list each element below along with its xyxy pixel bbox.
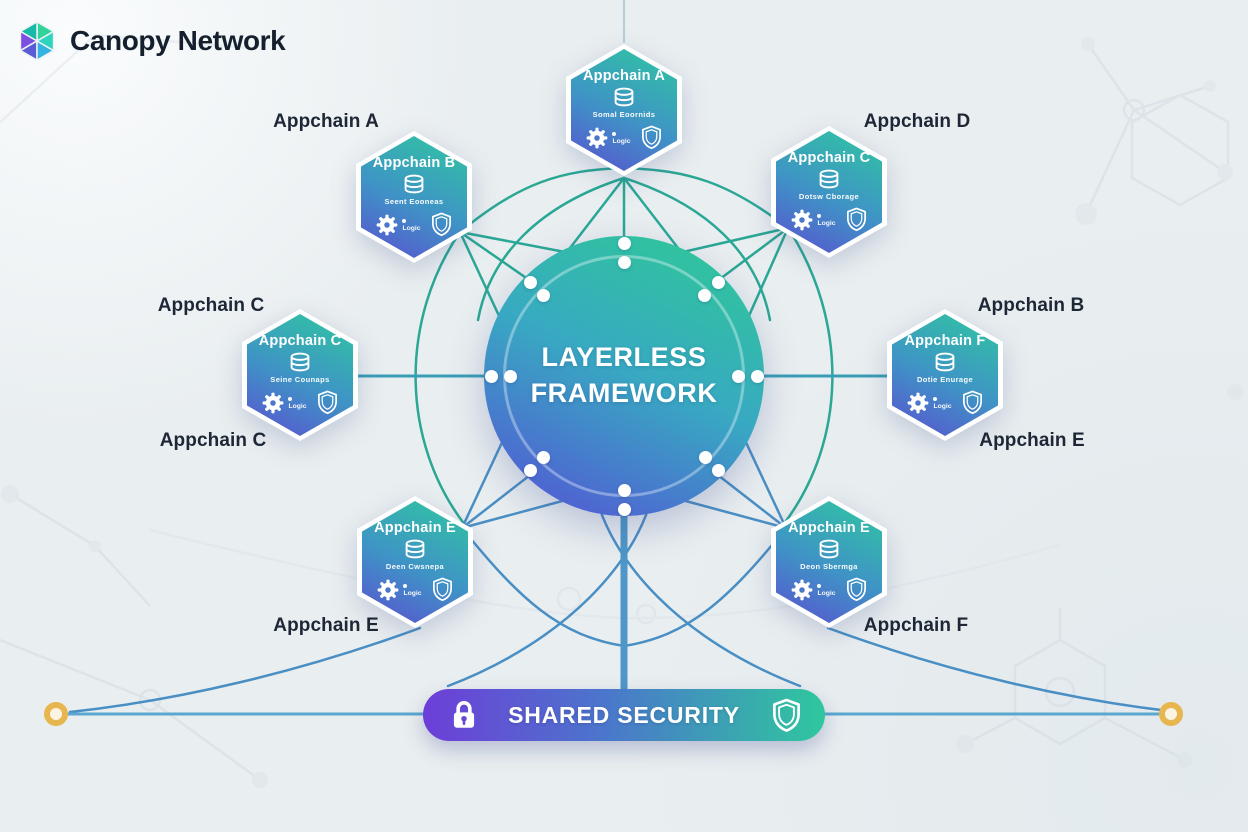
hub-node-dot bbox=[711, 275, 725, 289]
hub-node-dot bbox=[536, 288, 550, 302]
database-icon bbox=[290, 352, 310, 372]
outer-label-left-upper: Appchain C bbox=[157, 295, 265, 316]
connector-lines bbox=[44, 0, 1183, 726]
outer-label-top-left: Appchain A bbox=[273, 111, 379, 132]
gear-icon bbox=[792, 579, 813, 600]
appchain-storage-label: Seine Counaps bbox=[270, 375, 330, 384]
gear-icon bbox=[908, 392, 929, 413]
appchain-logic-label: Logic bbox=[403, 589, 422, 597]
layerless-framework-hub: LAYERLESS FRAMEWORK bbox=[484, 236, 764, 516]
appchain-title: Appchain F bbox=[904, 333, 986, 349]
shield-icon bbox=[962, 390, 982, 415]
hub-node-dot bbox=[617, 236, 631, 250]
gear-icon bbox=[377, 214, 398, 235]
hub-node-dot bbox=[698, 450, 712, 464]
database-icon bbox=[405, 539, 425, 559]
dot-icon bbox=[612, 131, 617, 136]
gear-icon bbox=[378, 579, 399, 600]
appchain-logic-label: Logic bbox=[402, 224, 421, 232]
shield-icon bbox=[432, 577, 452, 602]
appchain-logic-label: Logic bbox=[817, 219, 836, 227]
appchain-storage-label: Deon Sbermga bbox=[800, 562, 858, 571]
shield-icon bbox=[846, 207, 866, 232]
hub-node-dot bbox=[617, 255, 631, 269]
hub-node-dot bbox=[503, 369, 517, 383]
hub-title-line1: LAYERLESS bbox=[541, 342, 707, 373]
dot-icon bbox=[817, 213, 822, 218]
hex-fill bbox=[776, 131, 882, 253]
appchain-logic-label: Logic bbox=[288, 402, 307, 410]
appchain-title: Appchain C bbox=[258, 333, 342, 349]
hub-node-dot bbox=[523, 275, 537, 289]
appchain-hex-upper-left: Appchain B Seent Eooneas Logic bbox=[356, 131, 472, 263]
shield-icon bbox=[431, 212, 451, 237]
hex-fill bbox=[571, 49, 677, 171]
canopy-hex-logo-icon bbox=[19, 21, 55, 61]
database-icon bbox=[614, 87, 634, 107]
appchain-hex-bottom-left: Appchain E Deen Cwsnepa Logic bbox=[357, 496, 473, 628]
hub-node-dot bbox=[750, 369, 764, 383]
appchain-title: Appchain C bbox=[787, 150, 871, 166]
brand: Canopy Network bbox=[14, 18, 286, 64]
shared-security-bar: SHARED SECURITY bbox=[423, 689, 825, 741]
database-icon bbox=[819, 169, 839, 189]
appchain-logic-label: Logic bbox=[933, 402, 952, 410]
shield-icon bbox=[317, 390, 337, 415]
appchain-title: Appchain E bbox=[788, 520, 870, 536]
database-icon bbox=[404, 174, 424, 194]
hub-node-dot bbox=[617, 483, 631, 497]
appchain-hex-mid-left: Appchain C Seine Counaps Logic bbox=[242, 309, 358, 441]
dot-icon bbox=[402, 218, 407, 223]
shared-security-label: SHARED SECURITY bbox=[508, 701, 740, 728]
endpoint-node-right bbox=[1159, 702, 1183, 726]
gear-icon bbox=[792, 209, 813, 230]
shield-icon bbox=[641, 125, 661, 150]
gear-icon bbox=[263, 392, 284, 413]
appchain-storage-label: Dotie Enurage bbox=[916, 375, 974, 384]
hex-fill bbox=[892, 314, 998, 436]
outer-label-bottom-left: Appchain E bbox=[273, 615, 379, 636]
brand-name: Canopy Network bbox=[70, 25, 286, 56]
hub-node-dot bbox=[617, 502, 631, 516]
outer-label-right-lower: Appchain E bbox=[979, 430, 1085, 451]
dot-icon bbox=[817, 583, 822, 588]
gear-icon bbox=[587, 127, 608, 148]
appchain-storage-label: Dotsw Cborage bbox=[798, 192, 860, 201]
hub-node-dot bbox=[523, 463, 537, 477]
appchain-title: Appchain B bbox=[372, 155, 456, 171]
appchain-hex-top: Appchain A Somal Eoornids Logic bbox=[566, 44, 682, 176]
outer-label-bottom-right: Appchain F bbox=[863, 615, 969, 636]
appchain-hex-bottom-right: Appchain E Deon Sbermga Logic bbox=[771, 496, 887, 628]
appchain-title: Appchain E bbox=[374, 520, 456, 536]
hex-fill bbox=[247, 314, 353, 436]
appchain-hex-mid-right: Appchain F Dotie Enurage Logic bbox=[887, 309, 1003, 441]
shield-icon bbox=[773, 698, 800, 732]
appchain-storage-label: Seent Eooneas bbox=[384, 197, 444, 206]
hub-node-dot bbox=[484, 369, 498, 383]
database-icon bbox=[819, 539, 839, 559]
hub-node-dot bbox=[536, 450, 550, 464]
appchain-title: Appchain A bbox=[582, 68, 666, 84]
outer-label-right-upper: Appchain B bbox=[977, 295, 1085, 316]
dot-icon bbox=[403, 583, 408, 588]
hub-node-dot bbox=[731, 369, 745, 383]
hub-node-dot bbox=[698, 289, 711, 302]
database-icon bbox=[935, 352, 955, 372]
appchain-logic-label: Logic bbox=[817, 589, 836, 597]
outer-label-top-right: Appchain D bbox=[863, 111, 971, 132]
appchain-storage-label: Deen Cwsnepa bbox=[385, 562, 445, 571]
hub-title: LAYERLESS FRAMEWORK bbox=[484, 236, 764, 516]
appchain-hex-upper-right: Appchain C Dotsw Cborage Logic bbox=[771, 126, 887, 258]
hub-node-dot bbox=[711, 463, 725, 477]
lock-icon bbox=[453, 700, 475, 728]
outer-label-left-lower: Appchain C bbox=[159, 430, 267, 451]
shield-icon bbox=[846, 577, 866, 602]
dot-icon bbox=[288, 396, 293, 401]
hub-title-line2: FRAMEWORK bbox=[530, 378, 718, 408]
endpoint-node-left bbox=[44, 702, 68, 726]
dot-icon bbox=[933, 396, 938, 401]
appchain-logic-label: Logic bbox=[612, 137, 631, 145]
appchain-storage-label: Somal Eoornids bbox=[592, 110, 656, 119]
